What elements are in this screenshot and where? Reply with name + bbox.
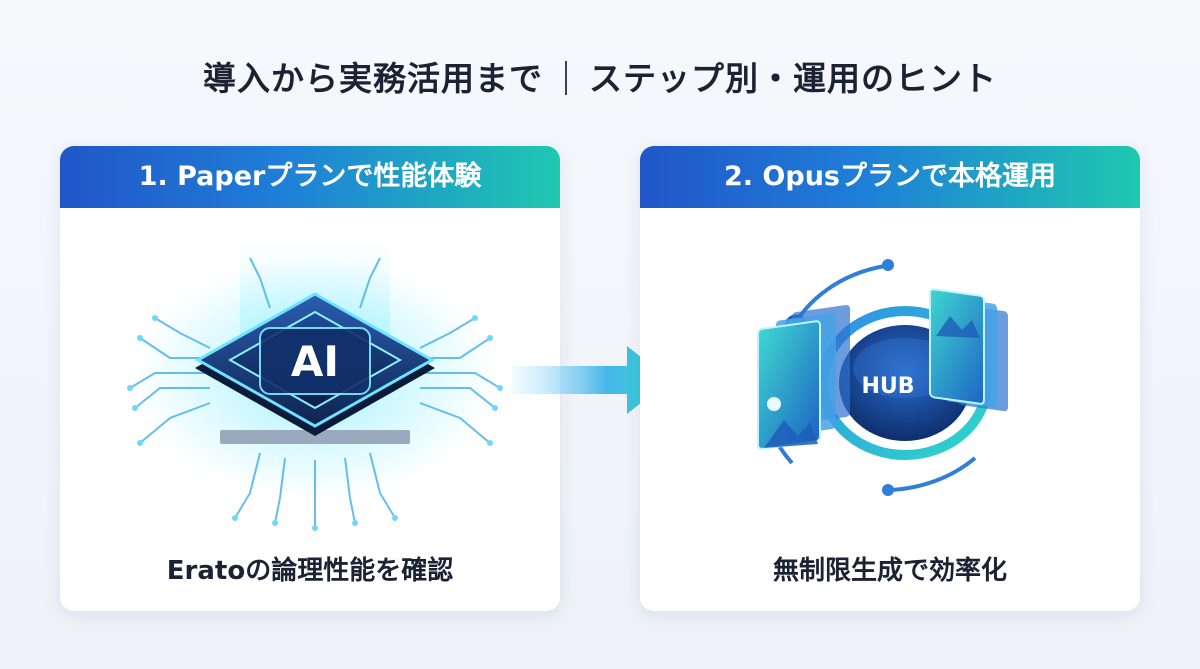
ai-chip-label: AI bbox=[291, 337, 339, 386]
hub-label: HUB bbox=[861, 374, 914, 399]
image-panels-right-icon bbox=[929, 288, 1008, 412]
title-left: 導入から実務活用まで bbox=[203, 59, 543, 98]
step-card-opus: 2. Opusプランで本格運用 bbox=[640, 146, 1140, 611]
step-1-header: 1. Paperプランで性能体験 bbox=[60, 146, 560, 208]
page-title: 導入から実務活用まで ステップ別・運用のヒント bbox=[0, 52, 1200, 100]
ai-chip-icon: AI bbox=[127, 238, 503, 531]
title-right: ステップ別・運用のヒント bbox=[589, 59, 997, 98]
arrow-right-icon bbox=[512, 346, 670, 414]
title-separator bbox=[565, 60, 567, 95]
step-2-header: 2. Opusプランで本格運用 bbox=[640, 146, 1140, 208]
step-1-caption: Eratoの論理性能を確認 bbox=[166, 556, 454, 586]
hub-network-icon: HUB bbox=[757, 259, 1008, 496]
step-card-paper: 1. Paperプランで性能体験 bbox=[60, 146, 560, 611]
image-panels-left-icon bbox=[757, 305, 850, 450]
step-2-caption: 無制限生成で効率化 bbox=[772, 556, 1007, 586]
